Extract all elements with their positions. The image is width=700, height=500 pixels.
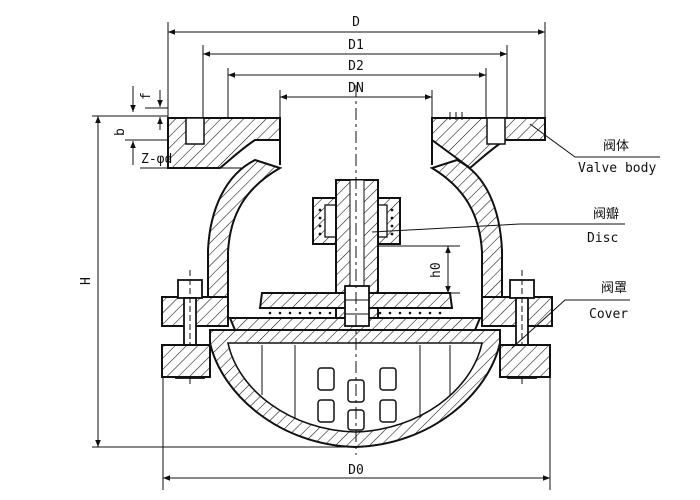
- disc-assembly: [228, 179, 482, 331]
- callout-valve-body-en: Valve body: [578, 161, 656, 176]
- cover-basket: [161, 329, 551, 449]
- callout-disc-cn: 阀瓣: [593, 207, 619, 222]
- dim-label-d1: D1: [348, 38, 364, 53]
- dim-label-d: D: [352, 15, 360, 30]
- callout-cover-en: Cover: [589, 307, 628, 322]
- dim-label-d0: D0: [348, 463, 364, 478]
- callout-disc-en: Disc: [587, 231, 618, 246]
- dim-label-dn: DN: [348, 81, 364, 96]
- callout-valve-body-cn: 阀体: [603, 139, 629, 154]
- dim-label-h0: h0: [429, 262, 444, 278]
- dim-label-d2: D2: [348, 59, 364, 74]
- dim-label-b: b: [113, 128, 128, 136]
- valve-body: [161, 112, 553, 327]
- dimension-lines: [92, 22, 551, 490]
- dim-label-z-phi-d: Z-φd: [141, 152, 172, 167]
- callout-leaders: [371, 123, 660, 349]
- dim-label-h: H: [79, 277, 94, 285]
- dim-label-f: f: [139, 92, 154, 100]
- callout-cover-cn: 阀罩: [601, 281, 627, 296]
